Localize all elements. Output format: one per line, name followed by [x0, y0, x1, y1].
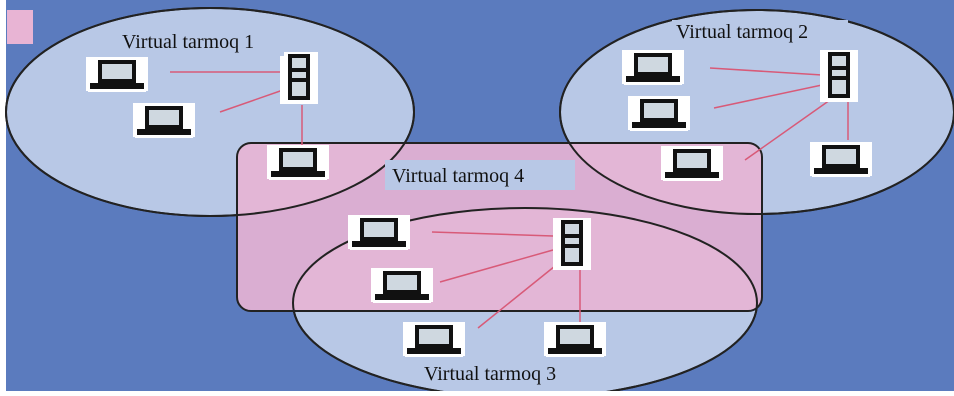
- vlan4-label: Virtual tarmoq 4: [392, 165, 524, 187]
- vlan2-pc-3-icon: [661, 146, 723, 181]
- vlan1-pc-3-icon: [267, 145, 329, 180]
- vlan2-outline: [559, 9, 954, 215]
- vlan3-switch-icon: [553, 218, 591, 270]
- vlan3-pc-1-icon: [348, 215, 410, 250]
- vlan3-pc-3-icon: [403, 322, 465, 357]
- vlan1-outline: [5, 7, 415, 217]
- corner-marker: [7, 10, 33, 44]
- vlan3-pc-4-icon: [544, 322, 606, 357]
- vlan4-label-bg: [385, 160, 575, 190]
- vlan3-label: Virtual tarmoq 3: [424, 363, 556, 385]
- vlan2-label-bg: [672, 20, 848, 44]
- vlan2-links: [709, 67, 849, 161]
- vlan1-links: [170, 71, 303, 145]
- vlan2-pc-4-icon: [810, 142, 872, 177]
- vlan2-pc-1-icon: [622, 50, 684, 85]
- vlan1-label-bg: [118, 30, 284, 56]
- vlan1-label: Virtual tarmoq 1: [122, 31, 254, 53]
- vlan2-switch-icon: [820, 50, 858, 102]
- left-margin-strip: [0, 0, 6, 391]
- vlan3-pc-2-icon: [371, 268, 433, 303]
- vlan2-label: Virtual tarmoq 2: [676, 21, 808, 43]
- vlan1-switch-icon: [280, 52, 318, 104]
- vlan3-outline: [292, 207, 758, 396]
- vlan1-pc-1-icon: [86, 57, 148, 92]
- vlan2-pc-2-icon: [628, 96, 690, 131]
- vlan1-pc-2-icon: [133, 103, 195, 138]
- vlan3-links: [431, 231, 581, 329]
